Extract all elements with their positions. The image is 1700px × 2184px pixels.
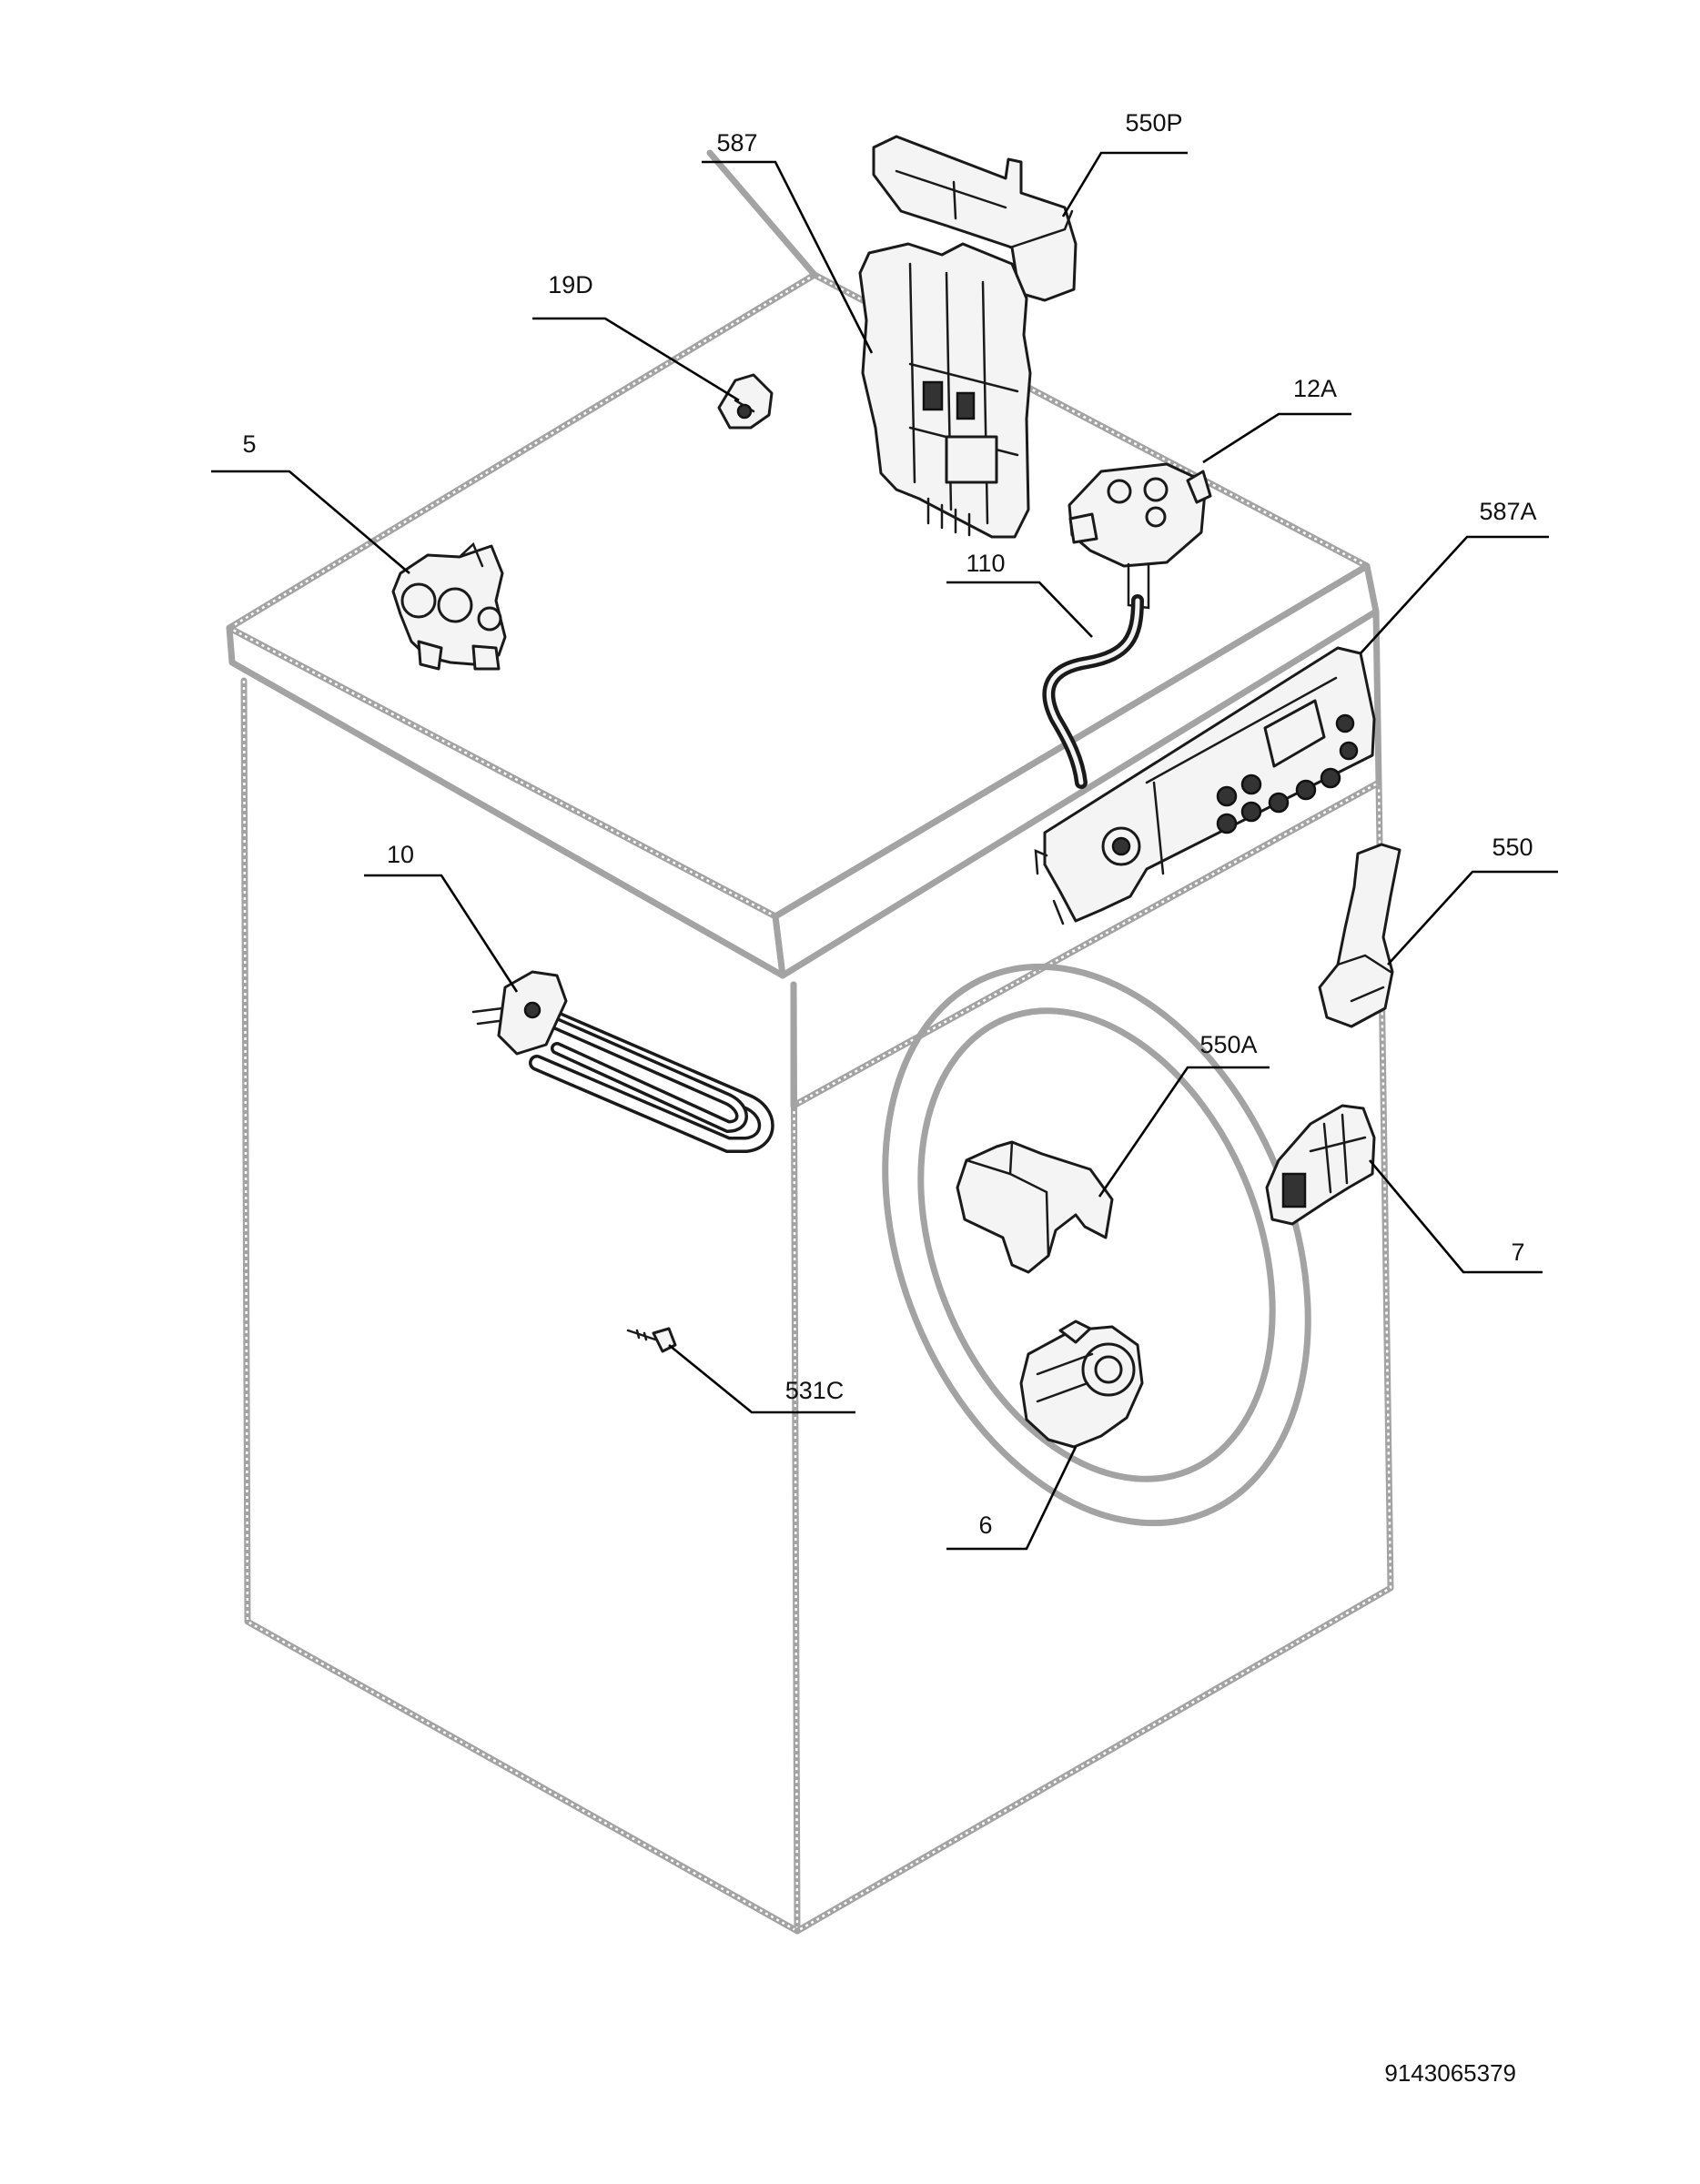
cabinet-outline [226, 149, 1394, 1935]
leader-5 [211, 470, 410, 574]
part-550A-cover [956, 1140, 1114, 1274]
part-110-hose [1042, 594, 1144, 789]
leader-587 [702, 160, 874, 354]
part-587-control-module [858, 242, 1032, 539]
part-10-heating-element [471, 970, 774, 1153]
label-7: 7 [1511, 1239, 1524, 1266]
label-19D: 19D [548, 271, 593, 298]
part-6-drain-pump [1019, 1320, 1144, 1449]
label-531C: 531C [785, 1377, 845, 1404]
label-550A: 550A [1199, 1031, 1257, 1058]
leader-531C [668, 1343, 855, 1414]
label-110: 110 [966, 550, 1005, 577]
part-550-drawer-handle [1318, 843, 1401, 1028]
leader-6 [946, 1446, 1078, 1551]
leader-110 [946, 581, 1093, 638]
label-587A: 587A [1479, 498, 1536, 525]
label-550P: 550P [1125, 109, 1182, 136]
part-587A-control-panel [1034, 646, 1376, 925]
label-5: 5 [242, 430, 256, 458]
label-587: 587 [716, 129, 757, 157]
label-550: 550 [1492, 834, 1533, 861]
leader-550P [1061, 151, 1188, 217]
part-7-door-lock [1265, 1104, 1376, 1226]
leader-550A [1098, 1066, 1270, 1198]
part-5-inlet-valve [391, 541, 507, 671]
label-6: 6 [978, 1512, 992, 1539]
part-12A-pressure-switch [1068, 462, 1212, 610]
part-labels: 587 550P 19D 12A 5 110 587A 10 550 550A … [242, 109, 1536, 1539]
leader-550 [1387, 870, 1558, 966]
leader-19D [532, 317, 740, 402]
leader-7 [1369, 1159, 1543, 1274]
label-10: 10 [387, 841, 414, 868]
leader-lines [211, 151, 1558, 1551]
part-19D-clip [717, 373, 774, 430]
leader-12A [1202, 412, 1351, 464]
part-550P-drawer-cover [872, 135, 1078, 302]
drawing-code: 9143065379 [1384, 2059, 1516, 2087]
leader-587A [1360, 535, 1549, 654]
leader-10 [364, 874, 519, 993]
part-531C-screw [626, 1327, 677, 1353]
label-12A: 12A [1293, 375, 1337, 402]
